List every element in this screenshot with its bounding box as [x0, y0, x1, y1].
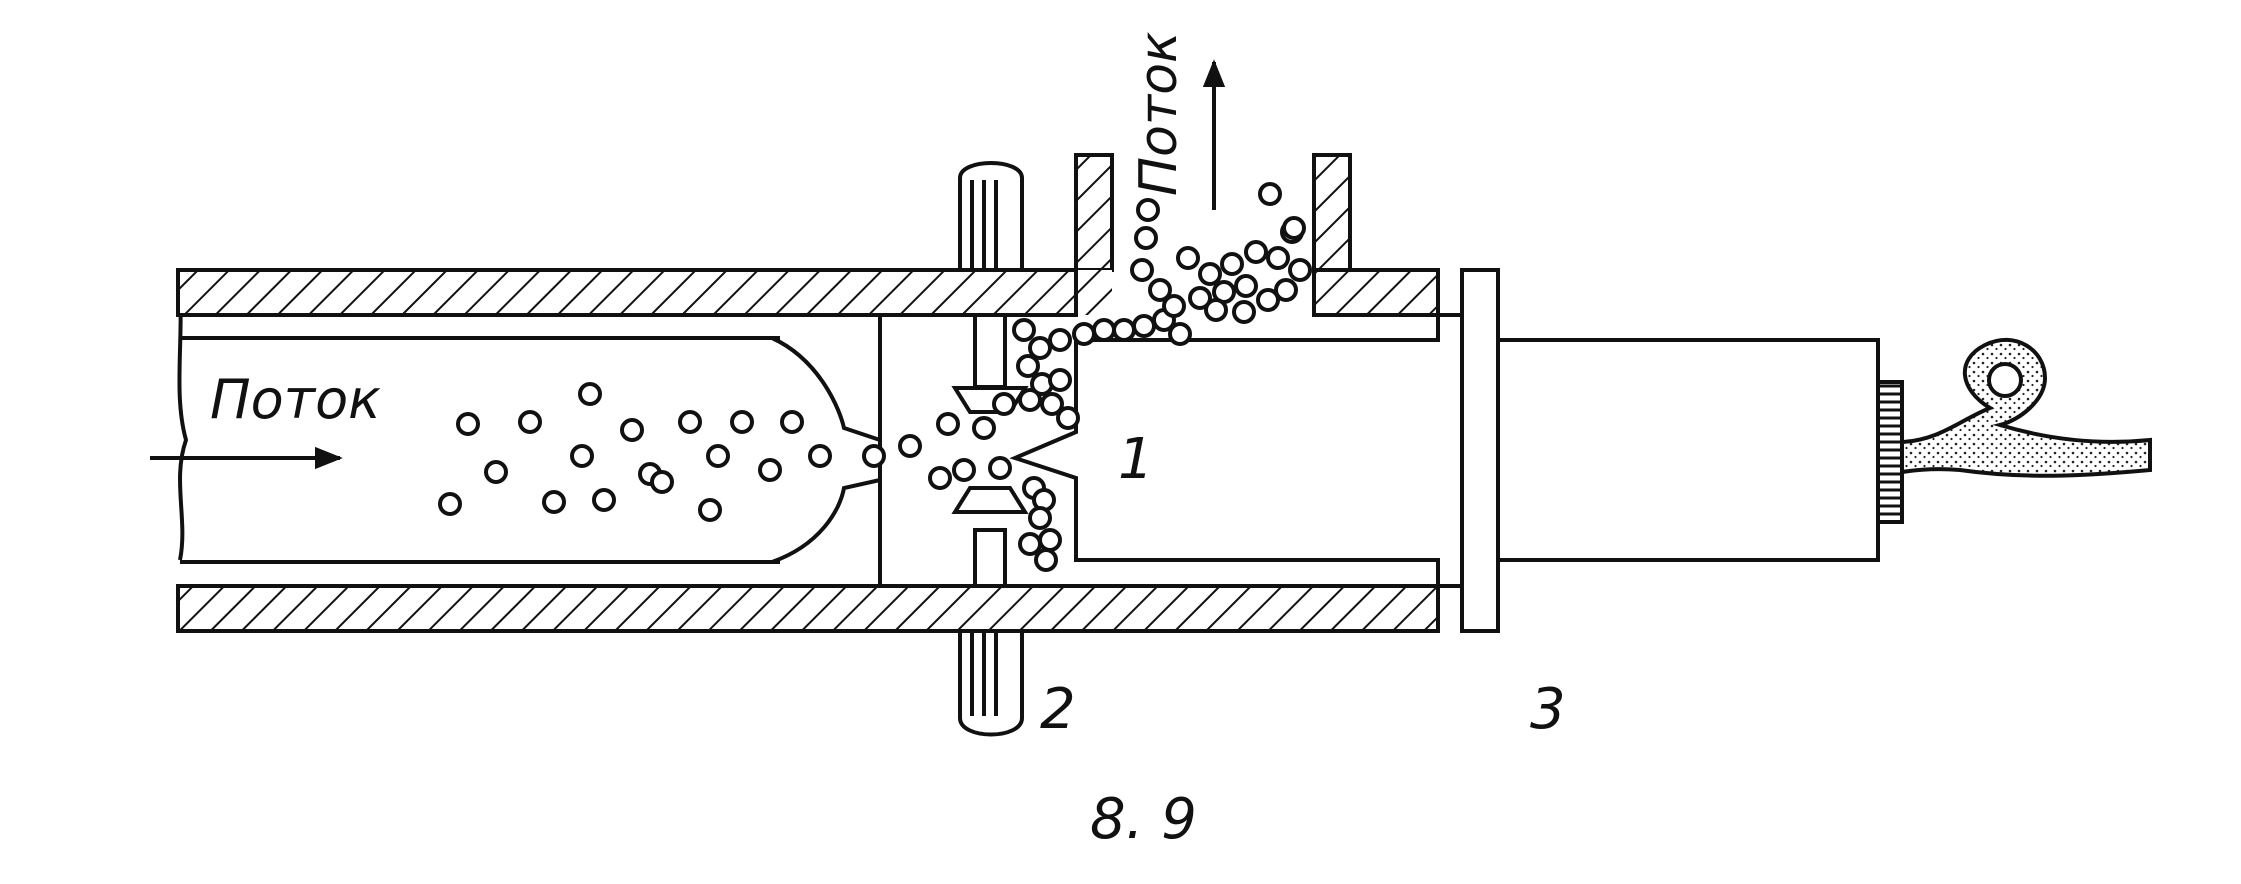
- particle: [1244, 240, 1268, 264]
- particle: [972, 416, 996, 440]
- particle: [758, 458, 782, 482]
- label-3: 3: [1530, 677, 1566, 742]
- pipe-top-wall-left: [176, 268, 1078, 317]
- particle: [1034, 548, 1058, 572]
- particle: [438, 492, 462, 516]
- particle: [1256, 288, 1280, 312]
- particle: [1018, 532, 1042, 556]
- particle: [1282, 216, 1306, 240]
- shaft-top: [958, 161, 1024, 272]
- particle: [518, 410, 542, 434]
- particle: [456, 412, 480, 436]
- particle: [1016, 354, 1040, 378]
- particle: [1168, 322, 1192, 346]
- particle: [542, 490, 566, 514]
- particle: [1234, 274, 1258, 298]
- figure-caption: 8. 9: [1090, 787, 1197, 852]
- outlet-wall-right: [1312, 153, 1352, 272]
- particle-group: [438, 182, 1312, 572]
- pipe-bottom-wall: [176, 584, 1440, 633]
- flange: [1460, 268, 1500, 633]
- particle: [1162, 294, 1186, 318]
- particle: [928, 466, 952, 490]
- shaft-rod-lower: [973, 528, 1007, 588]
- particle: [1040, 392, 1064, 416]
- particle: [1112, 318, 1136, 342]
- particle: [1018, 388, 1042, 412]
- particle: [936, 412, 960, 436]
- particle: [992, 392, 1016, 416]
- particle: [620, 418, 644, 442]
- particle: [592, 488, 616, 512]
- particle: [1136, 198, 1160, 222]
- receiver-tube: [1009, 268, 2152, 633]
- shaft-rod-upper: [973, 313, 1007, 389]
- particle: [1220, 252, 1244, 276]
- particle: [1176, 246, 1200, 270]
- inlet-chamber: [180, 336, 881, 564]
- particle: [988, 456, 1012, 480]
- shaft-element: [951, 161, 1029, 737]
- particle: [1038, 528, 1062, 552]
- outlet-wall-left: [1074, 153, 1114, 272]
- particle: [1092, 318, 1116, 342]
- particle: [1288, 258, 1312, 282]
- label-1: 1: [1118, 427, 1154, 492]
- cable: [1900, 337, 2152, 478]
- particle: [1274, 278, 1298, 302]
- particle: [484, 460, 508, 484]
- particle: [698, 498, 722, 522]
- particle: [1188, 286, 1212, 310]
- particle: [1258, 182, 1282, 206]
- particle: [1028, 506, 1052, 530]
- particle: [578, 382, 602, 406]
- particle: [1198, 262, 1222, 286]
- valve-lower-cone: [951, 486, 1029, 514]
- pipe-break-line: [176, 269, 189, 561]
- knurled-cap: [1876, 380, 1904, 524]
- particle: [1148, 278, 1172, 302]
- particle: [706, 444, 730, 468]
- particle: [780, 410, 804, 434]
- outflow-label: Поток: [1129, 31, 1189, 196]
- particle: [1266, 246, 1290, 270]
- particle: [650, 470, 674, 494]
- particle: [1048, 368, 1072, 392]
- particle: [1130, 258, 1154, 282]
- particle: [952, 458, 976, 482]
- particle: [730, 410, 754, 434]
- particle: [1134, 226, 1158, 250]
- particle: [1056, 406, 1080, 430]
- particle: [1012, 318, 1036, 342]
- particle: [1232, 300, 1256, 324]
- outlet-wall-left-foot: [1076, 270, 1112, 315]
- particle: [1204, 298, 1228, 322]
- shaft-bottom: [958, 629, 1024, 737]
- particle: [1048, 328, 1072, 352]
- label-2: 2: [1040, 677, 1076, 742]
- particle: [1072, 322, 1096, 346]
- particle: [808, 444, 832, 468]
- particle: [678, 410, 702, 434]
- particle: [1132, 314, 1156, 338]
- particle: [862, 444, 886, 468]
- particle: [898, 434, 922, 458]
- inflow-label: Поток: [210, 368, 381, 431]
- pipe-top-wall-right: [1312, 268, 1440, 317]
- particle: [1028, 336, 1052, 360]
- particle: [570, 444, 594, 468]
